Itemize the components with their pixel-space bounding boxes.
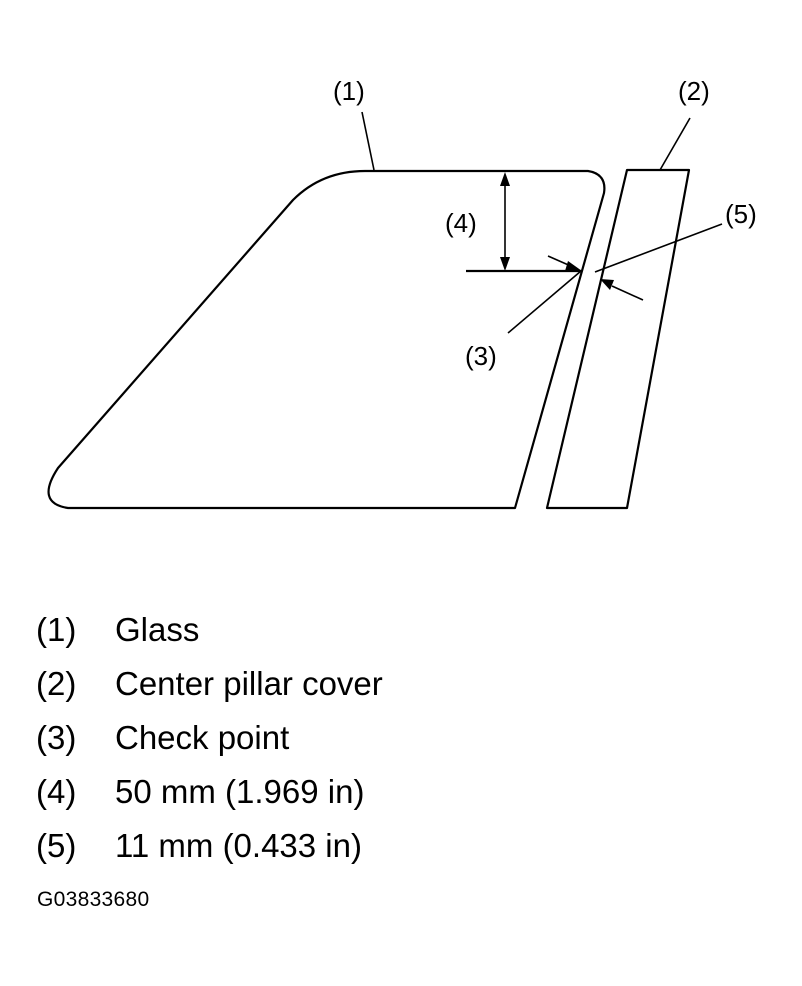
callout-3: (3): [465, 341, 497, 371]
leader-1: [361, 111, 375, 171]
legend-item: (2) Center pillar cover: [36, 662, 383, 716]
legend-number: (4): [36, 773, 77, 810]
callout-1: (1): [333, 76, 365, 106]
leader-2: [659, 117, 691, 171]
dimension-5-arrow-left: [565, 261, 582, 271]
callout-4: (4): [445, 208, 477, 238]
legend-text: Glass: [115, 611, 200, 648]
legend-number: (3): [36, 719, 77, 756]
legend-number: (1): [36, 611, 77, 648]
figure-id: G03833680: [37, 888, 150, 911]
callout-5: (5): [725, 199, 757, 229]
legend-number: (5): [36, 827, 77, 864]
legend-text: 50 mm (1.969 in): [115, 773, 365, 810]
glass-clearance-diagram: (1) (2) (3) (4) (5): [47, 76, 757, 510]
leader-3: [507, 270, 582, 334]
dimension-4-arrow-top: [500, 172, 510, 186]
legend-item: (1) Glass: [36, 608, 383, 662]
leader-5: [594, 223, 723, 273]
legend-text: Center pillar cover: [115, 665, 383, 702]
legend-number: (2): [36, 665, 77, 702]
legend-text: Check point: [115, 719, 290, 756]
center-pillar-cover-outline: [545, 168, 691, 510]
dimension-5-line-right: [611, 285, 644, 301]
dimension-4-arrow-bottom: [500, 257, 510, 271]
legend-item: (4) 50 mm (1.969 in): [36, 770, 383, 824]
legend-item: (3) Check point: [36, 716, 383, 770]
glass-outline: [47, 169, 606, 510]
dimension-5-arrow-right: [600, 279, 614, 290]
callout-2: (2): [678, 76, 710, 106]
legend-list: (1) Glass (2) Center pillar cover (3) Ch…: [36, 608, 383, 878]
legend-item: (5) 11 mm (0.433 in): [36, 824, 383, 878]
legend-text: 11 mm (0.433 in): [115, 827, 362, 864]
